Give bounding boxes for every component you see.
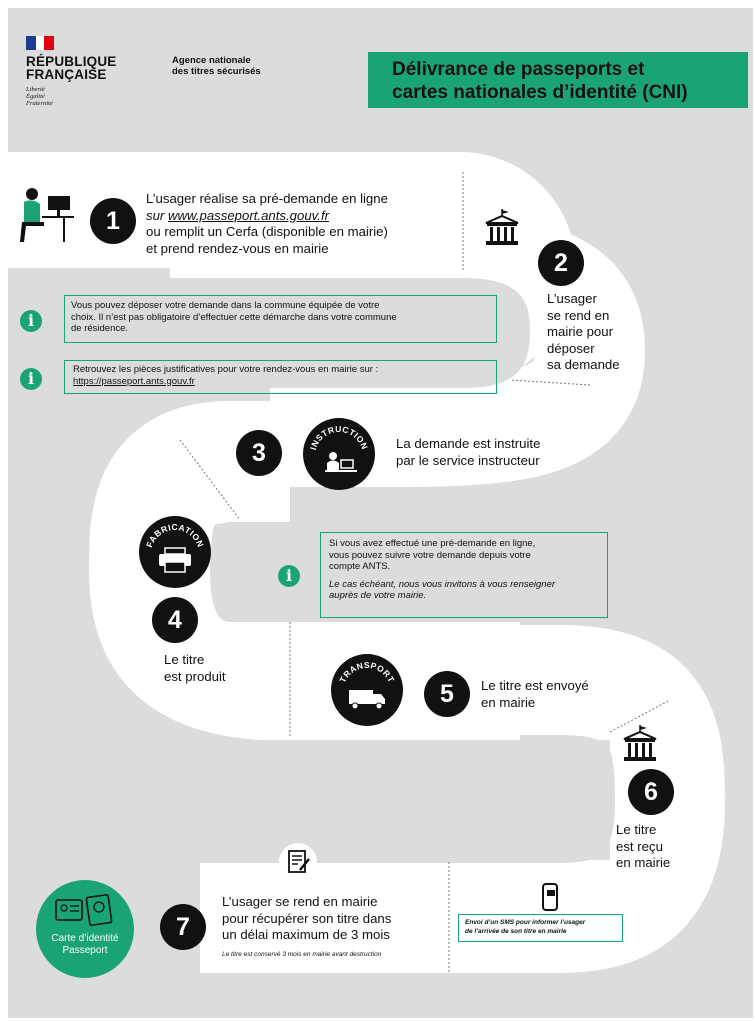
phone-message-icon bbox=[542, 883, 558, 911]
step-4-text: Le titre est produit bbox=[164, 652, 226, 684]
printer-icon: FABRICATION bbox=[144, 522, 206, 573]
step-2-number: 2 bbox=[538, 240, 584, 286]
motto: Liberté Égalité Fraternité bbox=[26, 86, 53, 107]
info-box-pieces: Retrouvez les pièces justificatives pour… bbox=[64, 360, 497, 394]
step-2-text: L’usager se rend en mairie pour déposer … bbox=[547, 291, 620, 372]
person-at-computer-icon bbox=[20, 188, 74, 242]
passeport-link[interactable]: www.passeport.ants.gouv.fr bbox=[167, 207, 329, 223]
step-5-text: Le titre est envoyé en mairie bbox=[481, 678, 589, 710]
step-6-number: 6 bbox=[628, 769, 674, 815]
info-box-suivi: Si vous avez effectué une pré-demande en… bbox=[320, 532, 608, 618]
instruction-badge: INSTRUCTION bbox=[303, 418, 375, 490]
truck-icon: TRANSPORT bbox=[337, 660, 396, 710]
transport-badge: TRANSPORT bbox=[331, 654, 403, 726]
title-line-1: Délivrance de passeports et bbox=[392, 59, 645, 80]
step-1-text: L’usager réalise sa pré-demande en ligne… bbox=[146, 191, 388, 256]
id-card-icon bbox=[55, 894, 113, 926]
step-7-number: 7 bbox=[160, 904, 206, 950]
info-icon: i bbox=[278, 565, 300, 587]
town-hall-icon bbox=[485, 209, 519, 245]
title-line-2: cartes nationales d’identité (CNI) bbox=[392, 82, 688, 103]
info-box-commune: Vous pouvez déposer votre demande dans l… bbox=[64, 295, 497, 343]
step-6-text: Le titre est reçu en mairie bbox=[616, 822, 671, 870]
step-3-number: 3 bbox=[236, 430, 282, 476]
instruction-icon: INSTRUCTION bbox=[308, 424, 370, 472]
passeport-link[interactable]: https://passeport.ants.gouv.fr bbox=[73, 375, 195, 387]
svg-text:FABRICATION: FABRICATION bbox=[144, 522, 206, 549]
step-5-number: 5 bbox=[424, 671, 470, 717]
republique-francaise-logo: RÉPUBLIQUE FRANÇAISE bbox=[26, 54, 117, 82]
info-icon: i bbox=[20, 310, 42, 332]
step-7-note: Le titre est conservé 3 mois en mairie a… bbox=[222, 951, 382, 958]
agency-name: Agence nationale des titres sécurisés bbox=[172, 55, 261, 77]
step-4-number: 4 bbox=[152, 597, 198, 643]
town-hall-icon bbox=[623, 725, 657, 761]
svg-text:INSTRUCTION: INSTRUCTION bbox=[308, 424, 370, 451]
sms-info-box: Envoi d’un SMS pour informer l’usager de… bbox=[458, 914, 623, 942]
title-banner: Délivrance de passeports et cartes natio… bbox=[368, 52, 748, 108]
final-badge: Carte d’identité Passeport bbox=[36, 880, 134, 978]
info-icon: i bbox=[20, 368, 42, 390]
step-3-text: La demande est instruite par le service … bbox=[396, 436, 541, 468]
fabrication-badge: FABRICATION bbox=[139, 516, 211, 588]
svg-text:TRANSPORT: TRANSPORT bbox=[337, 660, 396, 685]
step-7-text: L’usager se rend en mairie pour récupére… bbox=[222, 894, 392, 942]
form-pen-icon bbox=[279, 843, 317, 881]
flag-logo bbox=[26, 36, 54, 50]
step-1-number: 1 bbox=[90, 198, 136, 244]
